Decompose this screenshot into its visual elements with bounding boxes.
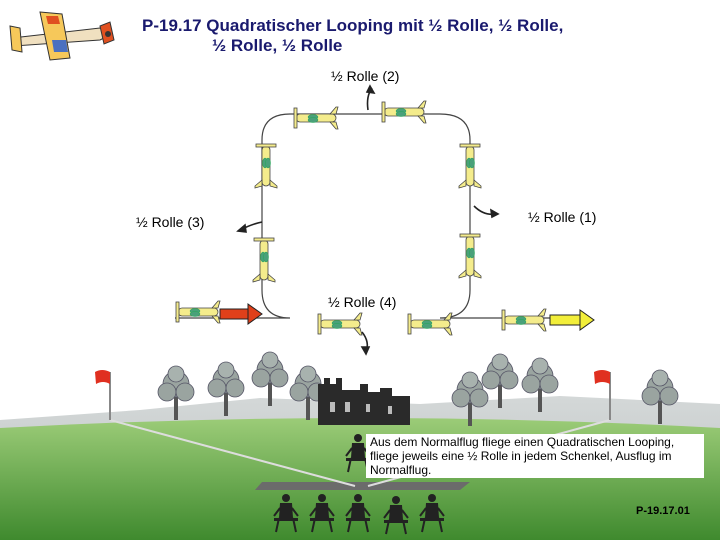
label-roll-4: ½ Rolle (4) bbox=[328, 294, 397, 310]
title-line-1: P-19.17 Quadratischer Looping mit ½ Roll… bbox=[142, 16, 564, 35]
label-roll-3: ½ Rolle (3) bbox=[136, 214, 205, 230]
title-line-2: ½ Rolle, ½ Rolle bbox=[212, 36, 343, 55]
figure-code: P-19.17.01 bbox=[636, 505, 690, 517]
runway bbox=[255, 482, 470, 490]
entry-arrow-icon bbox=[219, 303, 263, 325]
roll-arrows bbox=[236, 84, 500, 356]
aircraft-logo-icon bbox=[9, 11, 115, 61]
flag-icon bbox=[95, 370, 611, 420]
label-roll-1: ½ Rolle (1) bbox=[528, 209, 597, 225]
page-title: P-19.17 Quadratischer Looping mit ½ Roll… bbox=[142, 16, 563, 56]
castle-icon bbox=[318, 378, 410, 425]
label-roll-2: ½ Rolle (2) bbox=[331, 68, 400, 84]
description-text: Aus dem Normalflug fliege einen Quadrati… bbox=[366, 434, 704, 478]
exit-arrow-icon bbox=[549, 309, 595, 331]
flight-path bbox=[175, 113, 580, 319]
